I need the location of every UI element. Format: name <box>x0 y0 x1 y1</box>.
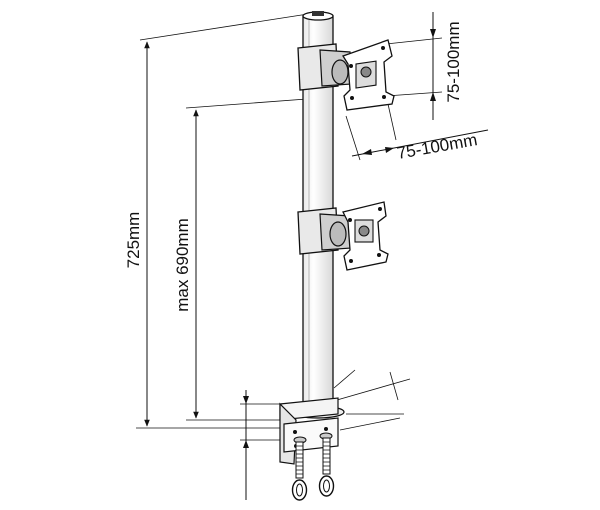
max-height-label: max 690mm <box>173 218 192 312</box>
clamp-screw-right <box>318 437 335 497</box>
vesa-vertical-label: 75-100mm <box>444 21 463 102</box>
lower-monitor-bracket <box>297 201 389 271</box>
vesa-horizontal-label: 75-100mm <box>395 130 478 163</box>
clamp-screw-left <box>291 441 308 501</box>
desk-clamp <box>279 397 345 465</box>
upper-monitor-bracket <box>297 39 395 111</box>
dimension-vesa-horizontal: 75-100mm <box>345 103 489 163</box>
dimension-max-height: max 690mm <box>173 97 321 421</box>
total-height-label: 725mm <box>124 212 143 269</box>
base-dimension-lines <box>240 369 411 500</box>
dimension-vesa-vertical: 75-100mm <box>385 12 463 120</box>
dimension-total-height: 725mm <box>124 13 309 429</box>
